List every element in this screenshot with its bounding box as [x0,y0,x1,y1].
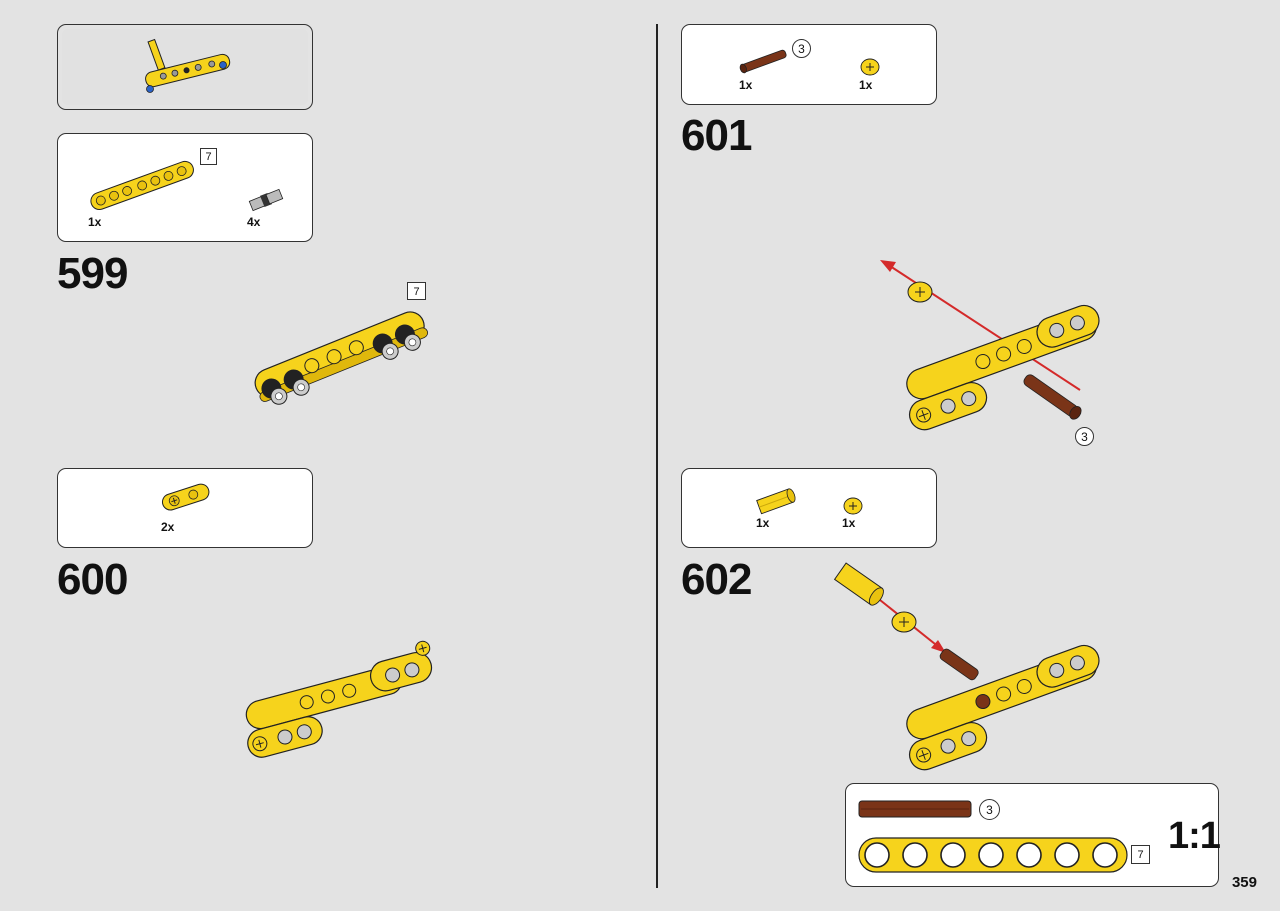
step-600-illustration [245,640,433,758]
part-quantity: 2x [161,520,175,534]
brown-axle-part-icon [739,49,787,74]
bushing-part-icon [843,497,863,515]
step-599-illustration [254,311,428,405]
subassembly-illustration [145,38,231,93]
yellow-beam-part-icon [90,160,194,211]
axle-length-badge: 3 [792,39,811,58]
part-quantity: 1x [756,516,770,530]
step-number: 599 [57,249,128,298]
parts-list-601: 3 1x 1x [681,24,937,105]
scale-ruler-box: 3 7 [845,783,1219,887]
page-number: 359 [1231,874,1257,891]
step-number: 601 [681,111,752,160]
beam-ruler [858,837,1128,873]
parts-list-600: 2x [57,468,313,548]
part-quantity: 1x [842,516,856,530]
page-divider [656,24,658,888]
part-quantity: 1x [88,215,102,229]
beam-length-tag: 7 [200,148,217,165]
step-number: 602 [681,555,752,604]
axle-ruler [858,800,972,818]
part-quantity: 1x [859,78,873,92]
beam-length-tag: 7 [407,282,426,300]
step-601-illustration [880,260,1100,431]
scale-label: 1:1 [1168,815,1221,857]
step-number: 600 [57,555,128,604]
connector-pin-part-icon [248,188,284,212]
part-quantity: 1x [739,78,753,92]
subassembly-preview [57,24,313,110]
parts-list-602: 1x 1x [681,468,937,548]
step-602-illustration [833,562,1100,771]
axle-length-badge: 3 [979,799,1000,820]
parts-list-599: 7 1x 4x [57,133,313,242]
bushing-part-icon [860,58,880,76]
axle-connector-part-icon [756,488,796,515]
part-quantity: 4x [247,215,261,229]
cross-block-part-icon [161,483,210,511]
beam-length-tag: 7 [1131,845,1150,864]
axle-length-badge: 3 [1075,427,1094,446]
